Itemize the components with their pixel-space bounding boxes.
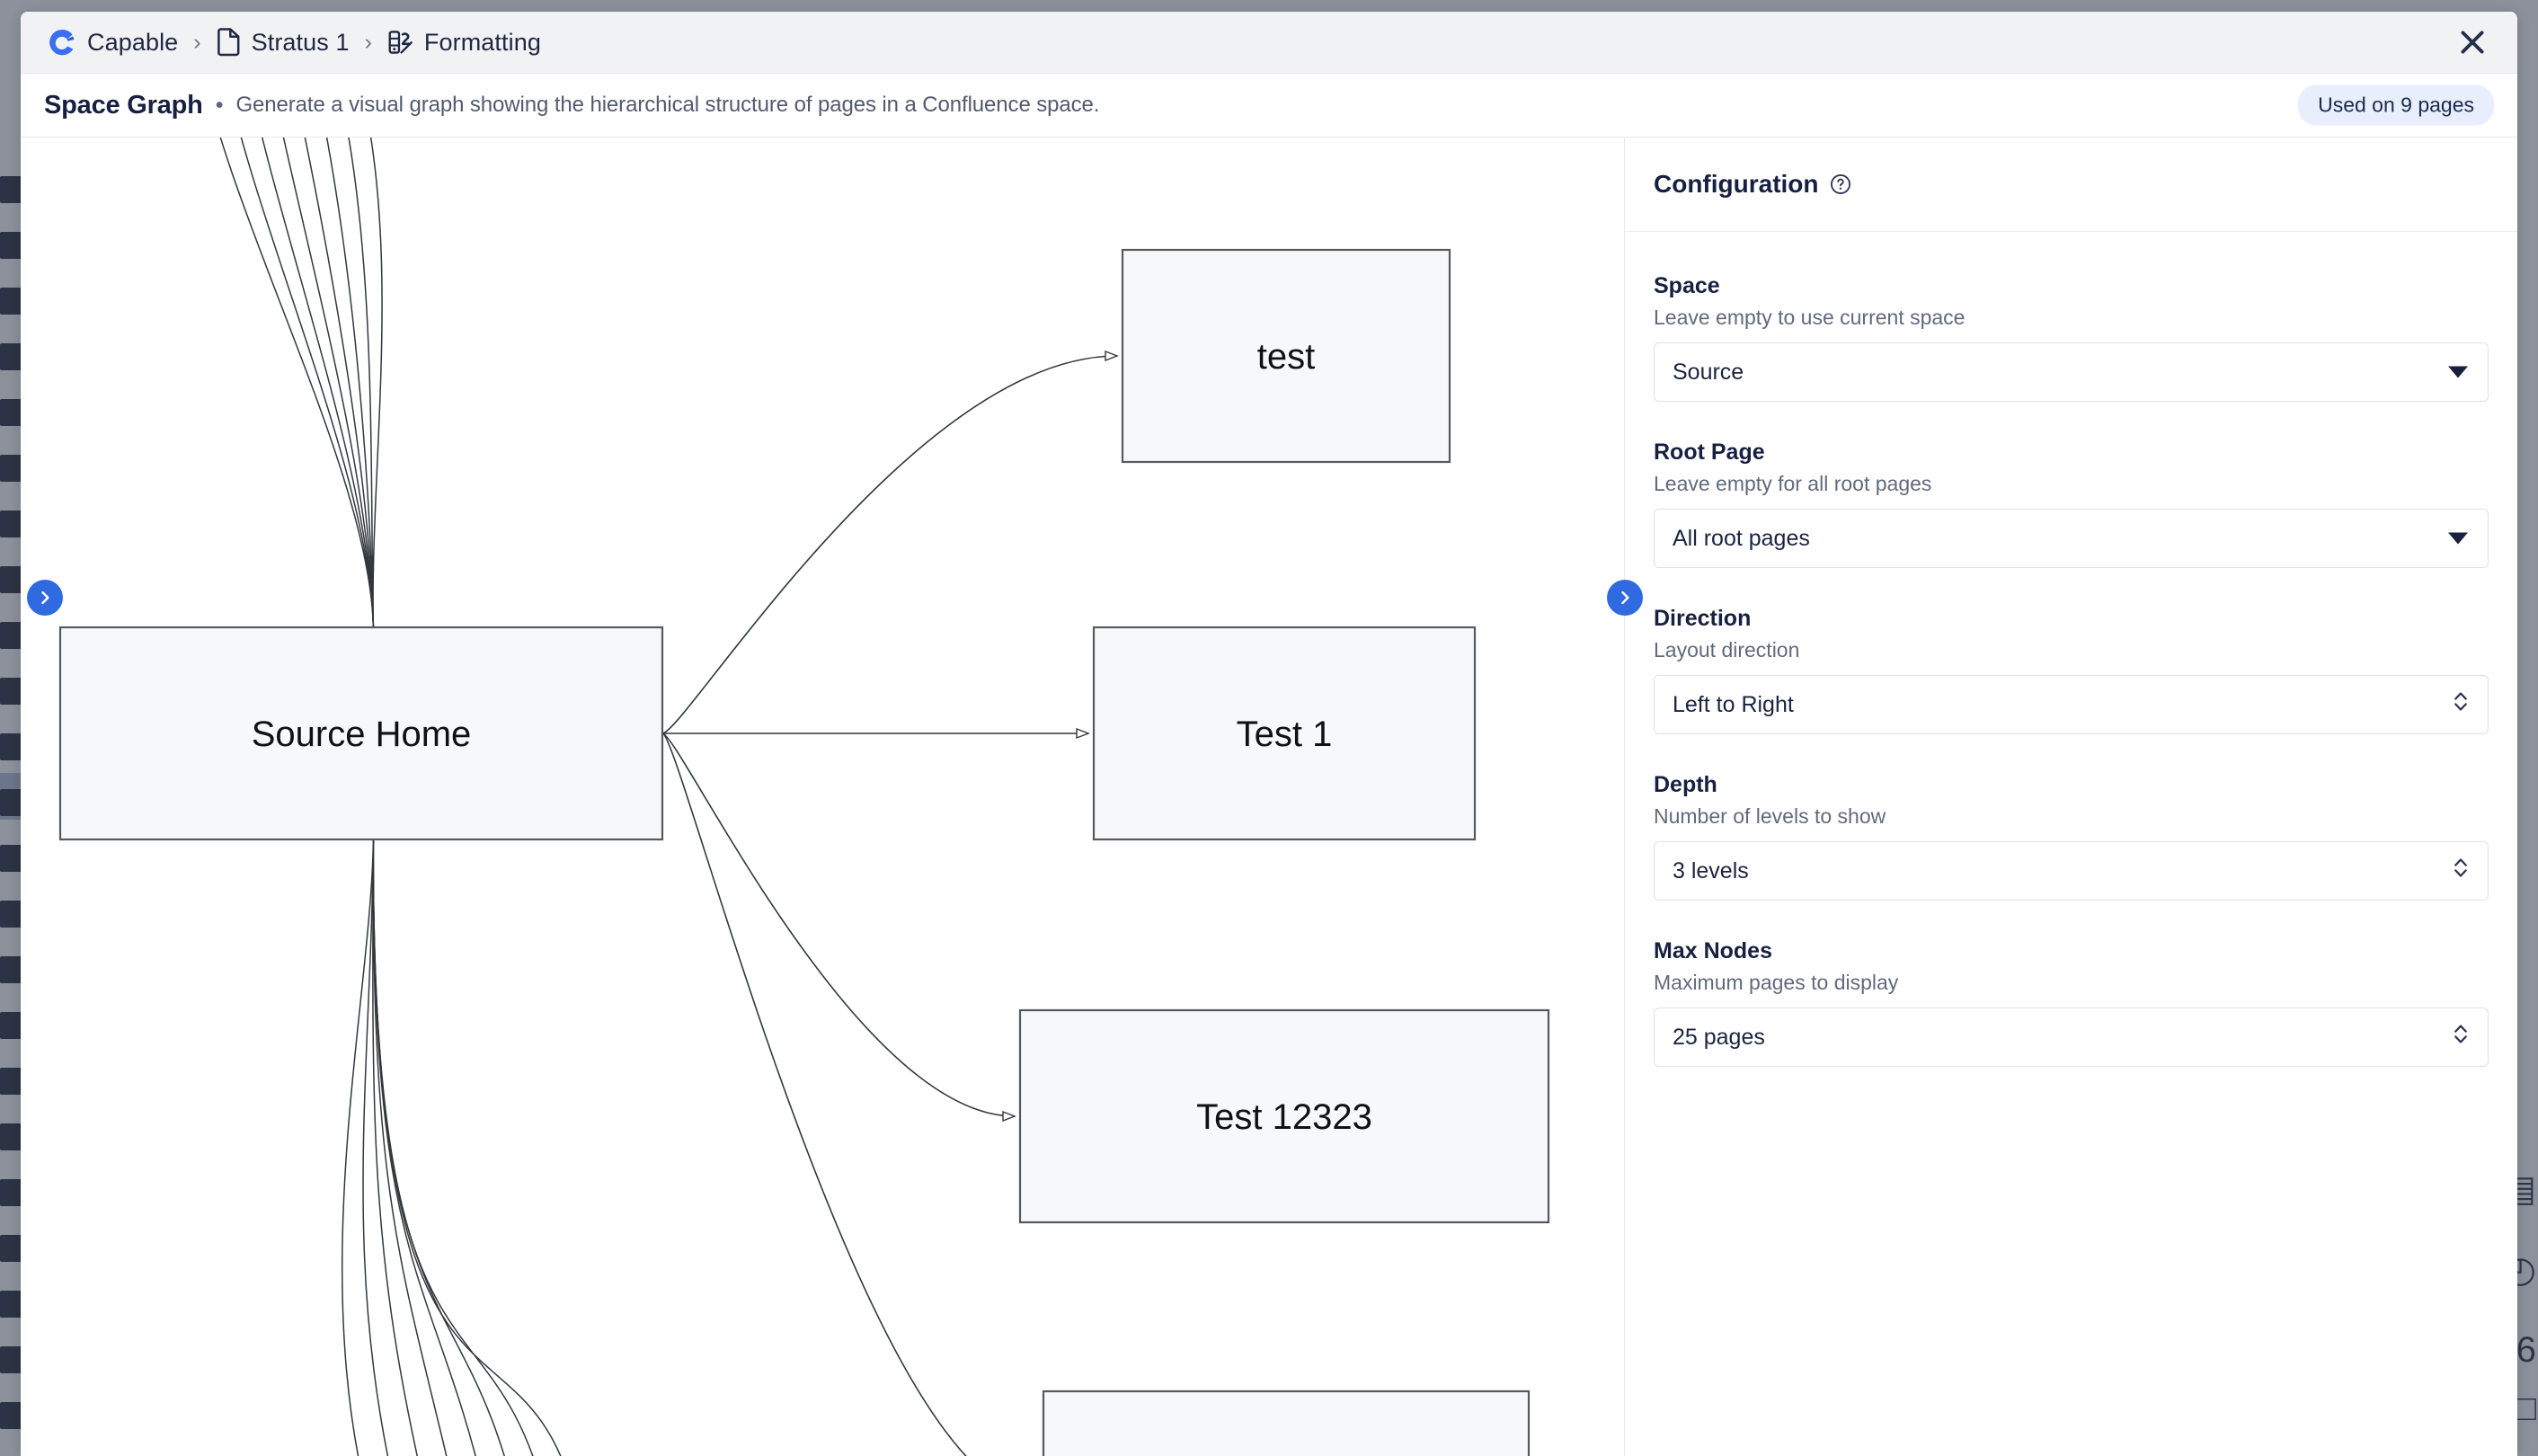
- depth-select-value: 3 levels: [1673, 857, 1749, 883]
- breadcrumb-item-stratus-1[interactable]: Stratus 1: [217, 28, 350, 57]
- field-label-max-nodes: Max Nodes: [1654, 938, 1772, 963]
- macro-title-bar: Space Graph • Generate a visual graph sh…: [21, 74, 2517, 138]
- capable-logo-icon: [44, 26, 77, 59]
- title-separator-dot: •: [215, 92, 224, 118]
- graph-edge-offscreen-down: [372, 839, 419, 1456]
- page-title: Space Graph: [44, 90, 203, 120]
- field-label-depth: Depth: [1654, 772, 1717, 797]
- graph-edge-offscreen-up: [304, 138, 375, 628]
- space-dropdown-value: Source: [1673, 359, 1744, 385]
- graph-edge-offscreen-down: [372, 839, 505, 1456]
- depth-select[interactable]: 3 levels: [1654, 841, 2489, 901]
- field-depth: Depth Number of levels to show 3 levels: [1654, 772, 2489, 901]
- max-nodes-select-value: 25 pages: [1673, 1024, 1765, 1050]
- breadcrumb-item-formatting[interactable]: Formatting: [387, 29, 541, 57]
- field-hint-direction: Layout direction: [1654, 638, 1800, 661]
- configuration-pane: Configuration Space Leave empty to use c…: [1607, 138, 2517, 1456]
- chevron-right-icon: [41, 590, 49, 605]
- graph-node-label: Test 12323: [1196, 1097, 1372, 1137]
- field-hint-max-nodes: Maximum pages to display: [1654, 971, 1899, 994]
- graph-node-test[interactable]: test: [1121, 248, 1451, 464]
- close-icon: [2461, 31, 2484, 54]
- graph-node-label: test: [1257, 337, 1315, 377]
- graph-node-test-1[interactable]: Test 1: [1092, 626, 1477, 841]
- field-space: Space Leave empty to use current space S…: [1654, 273, 2489, 402]
- breadcrumb-separator: ›: [364, 29, 372, 55]
- graph-edge-offscreen-up: [261, 138, 375, 628]
- field-max-nodes: Max Nodes Maximum pages to display 25 pa…: [1654, 938, 2489, 1067]
- configuration-fields: Space Leave empty to use current space S…: [1625, 232, 2517, 1067]
- graph-node-test-latex[interactable]: test latex: [1042, 1389, 1531, 1456]
- count-label[interactable]: 6: [2516, 1330, 2536, 1370]
- graph-edge-offscreen-up: [348, 138, 375, 628]
- chevron-up-down-icon: [2452, 688, 2470, 723]
- field-direction: Direction Layout direction Left to Right: [1654, 606, 2489, 734]
- configuration-title: Configuration: [1654, 170, 1819, 198]
- breadcrumb-item-capable[interactable]: Capable: [44, 26, 178, 59]
- configuration-header: Configuration: [1625, 138, 2517, 232]
- help-circle-icon[interactable]: [1830, 173, 1851, 195]
- status-badge: Used on 9 pages: [2298, 84, 2494, 126]
- space-dropdown[interactable]: Source: [1654, 342, 2489, 402]
- config-pane-expand-chevron[interactable]: [1607, 580, 1643, 616]
- macro-config-modal: Capable › Stratus 1 ›: [21, 12, 2517, 1456]
- graph-edge-source-home-to-test-latex: [661, 732, 968, 1456]
- chevron-down-icon: [2448, 532, 2468, 545]
- graph-edge-offscreen-down: [342, 839, 375, 1456]
- direction-select-value: Left to Right: [1673, 691, 1794, 717]
- graph-node-label: Test 1: [1237, 715, 1333, 754]
- formatting-macro-icon: [387, 29, 414, 56]
- graph-node-label: Source Home: [252, 715, 472, 754]
- max-nodes-select[interactable]: 25 pages: [1654, 1008, 2489, 1067]
- breadcrumb-label-formatting: Formatting: [423, 28, 541, 56]
- macro-description: Generate a visual graph showing the hier…: [235, 93, 1100, 117]
- chevron-up-down-icon: [2452, 1020, 2470, 1055]
- page-document-icon: [217, 28, 242, 57]
- chevron-up-down-icon: [2452, 854, 2470, 889]
- root-page-dropdown-value: All root pages: [1673, 525, 1810, 551]
- graph-edge-offscreen-up: [240, 138, 375, 628]
- chevron-right-icon: [1621, 590, 1629, 605]
- field-label-space: Space: [1654, 273, 1720, 298]
- graph-edge-offscreen-down: [372, 839, 562, 1456]
- field-label-root-page: Root Page: [1654, 439, 1765, 465]
- graph-edge-source-home-to-test: [661, 356, 1117, 734]
- graph-edge-offscreen-up: [219, 138, 375, 628]
- graph-edge-offscreen-up: [369, 138, 383, 628]
- graph-pane-expand-chevron[interactable]: [27, 580, 63, 616]
- graph-node-test-12323[interactable]: Test 12323: [1018, 1008, 1550, 1224]
- breadcrumb-bar: Capable › Stratus 1 ›: [21, 12, 2517, 74]
- root-page-dropdown[interactable]: All root pages: [1654, 509, 2489, 568]
- graph-edge-offscreen-up: [282, 138, 375, 628]
- field-hint-root-page: Leave empty for all root pages: [1654, 472, 1932, 495]
- close-button[interactable]: [2453, 22, 2492, 62]
- graph-edge-offscreen-up: [325, 138, 375, 628]
- graph-edge-offscreen-down: [372, 839, 448, 1456]
- field-hint-space: Leave empty to use current space: [1654, 306, 1966, 329]
- graph-edge-source-home-to-test-12323: [661, 732, 1015, 1116]
- field-label-direction: Direction: [1654, 606, 1752, 631]
- panel-icon[interactable]: □: [2514, 1389, 2536, 1428]
- chevron-down-icon: [2448, 366, 2468, 378]
- breadcrumb-label-stratus-1: Stratus 1: [251, 28, 350, 56]
- field-hint-depth: Number of levels to show: [1654, 804, 1886, 828]
- breadcrumb-separator: ›: [193, 29, 201, 55]
- graph-edge-offscreen-down: [362, 839, 389, 1456]
- direction-select[interactable]: Left to Right: [1654, 675, 2489, 734]
- field-root-page: Root Page Leave empty for all root pages…: [1654, 439, 2489, 568]
- graph-node-source-home[interactable]: Source Home: [58, 626, 664, 841]
- breadcrumb-label-capable: Capable: [87, 28, 179, 56]
